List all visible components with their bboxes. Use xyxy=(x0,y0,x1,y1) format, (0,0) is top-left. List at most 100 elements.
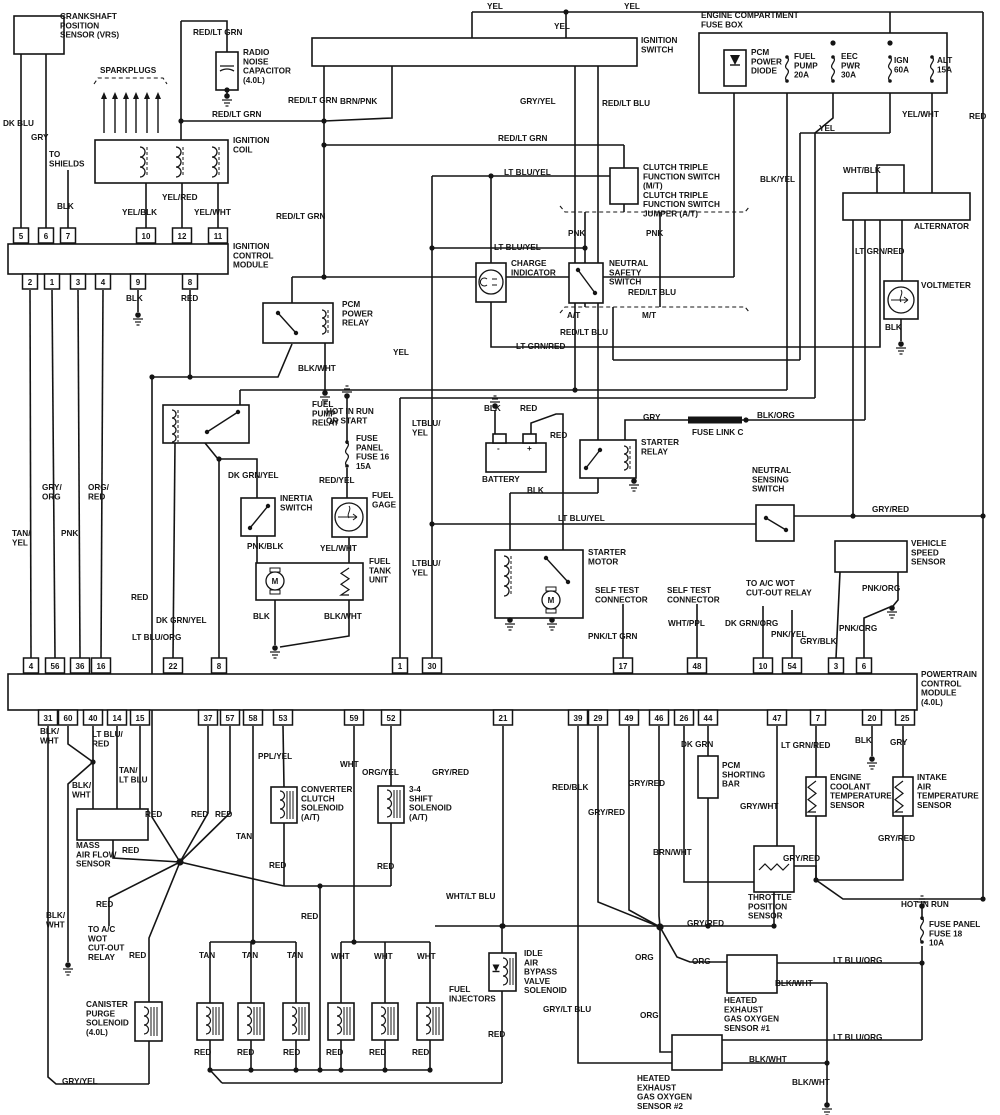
fuse-dot xyxy=(785,55,789,59)
wire-label: BLK xyxy=(126,294,143,303)
junction-dot xyxy=(382,1067,388,1073)
wire xyxy=(29,289,32,659)
junction-dot xyxy=(429,245,435,251)
pin-connector xyxy=(129,709,151,726)
wire-label: YEL/WHT xyxy=(194,208,231,217)
component-box xyxy=(892,776,914,817)
pin-connector xyxy=(94,273,112,290)
wire-label: RED xyxy=(129,951,146,960)
switch-dot xyxy=(763,515,769,521)
solenoid-coil xyxy=(336,1006,343,1035)
dashed-line xyxy=(93,77,168,85)
switch-dot xyxy=(597,447,603,453)
junction-dot xyxy=(293,1067,299,1073)
wire-label: RED xyxy=(326,1048,343,1057)
pin-number: 31 xyxy=(44,714,53,723)
pin-number: 57 xyxy=(226,714,235,723)
wire-label: RED xyxy=(237,1048,254,1057)
fuse-symbol xyxy=(830,56,836,82)
switch-dot xyxy=(275,310,281,316)
wire-label: RED xyxy=(283,1048,300,1057)
wire-label: GRY/RED xyxy=(687,919,724,928)
sparkplug-arrow xyxy=(123,92,129,99)
dashed-line xyxy=(559,306,751,314)
wire-label: GRY/RED xyxy=(878,834,915,843)
wire-label: DK GRN/YEL xyxy=(228,471,279,480)
pin-connector xyxy=(43,273,61,290)
switch-dot xyxy=(543,555,549,561)
switch-symbol xyxy=(585,449,601,469)
component-box xyxy=(726,954,778,994)
component-box xyxy=(755,504,795,542)
wire-label: GRY xyxy=(890,738,908,747)
wire-label: BLK xyxy=(885,323,902,332)
resistor-symbol xyxy=(806,780,817,813)
ground-symbol xyxy=(65,962,71,968)
pin-number: 29 xyxy=(594,714,603,723)
pin-number: 52 xyxy=(387,714,396,723)
wire-label: YEL xyxy=(819,124,835,133)
junction-dot xyxy=(250,939,256,945)
wire xyxy=(204,442,258,498)
ground-symbol xyxy=(898,341,904,347)
junction-dot xyxy=(321,274,327,280)
pin-number: 8 xyxy=(217,662,222,671)
pin-connector xyxy=(673,709,695,726)
pin-connector xyxy=(587,709,609,726)
wire-label: LT BLU/ORG xyxy=(833,956,882,965)
wire-label: TAN xyxy=(199,951,215,960)
wire-label: LT BLU/YEL xyxy=(494,243,541,252)
wire-label: ORG xyxy=(635,953,654,962)
switch-symbol xyxy=(545,557,569,583)
wire-label: RED xyxy=(488,1030,505,1039)
junction-dot xyxy=(317,883,323,889)
pin-connector xyxy=(210,657,228,674)
wire xyxy=(189,290,293,378)
wire-label: RED/LT BLU xyxy=(560,328,608,337)
wire-label: GRY/YEL xyxy=(62,1077,98,1086)
junction-dot xyxy=(224,87,230,93)
component-box xyxy=(240,497,276,537)
fuse-symbol xyxy=(344,441,350,467)
wire-label: GRY xyxy=(643,413,661,422)
pin-connector xyxy=(162,657,184,674)
pin-number: 5 xyxy=(19,232,24,241)
pin-number: 7 xyxy=(66,232,71,241)
wire-label: PNK xyxy=(646,229,663,238)
motor-brush xyxy=(269,567,281,573)
wire-label: RED xyxy=(520,404,537,413)
wire-label: BLK/WHT xyxy=(775,979,813,988)
wire-label: BLK xyxy=(57,202,74,211)
component-box xyxy=(492,433,507,444)
wire-label: TAN xyxy=(242,951,258,960)
pin-number: 15 xyxy=(136,714,145,723)
pin-connector xyxy=(12,227,30,244)
junction-dot xyxy=(149,374,155,380)
junction-dot xyxy=(705,923,711,929)
wire xyxy=(179,861,285,887)
ground-symbol xyxy=(507,617,513,623)
wire-label: LT GRN/RED xyxy=(516,342,566,351)
pin-number: 26 xyxy=(680,714,689,723)
pin-number: 47 xyxy=(773,714,782,723)
wire-label: PNK/LT GRN xyxy=(588,632,638,641)
wire xyxy=(876,164,905,193)
wire xyxy=(628,726,661,928)
pin-number: 48 xyxy=(693,662,702,671)
wire xyxy=(683,726,754,883)
pin-connector xyxy=(612,657,634,674)
wire-label: RED xyxy=(181,294,198,303)
pin-connector xyxy=(82,709,104,726)
wire xyxy=(148,861,181,1002)
junction-dot xyxy=(216,456,222,462)
wire-label: LT BLU/YEL xyxy=(504,168,551,177)
junction-dot xyxy=(178,118,184,124)
fuse-dot xyxy=(930,79,934,83)
wire-label: PNK/BLK xyxy=(247,542,283,551)
